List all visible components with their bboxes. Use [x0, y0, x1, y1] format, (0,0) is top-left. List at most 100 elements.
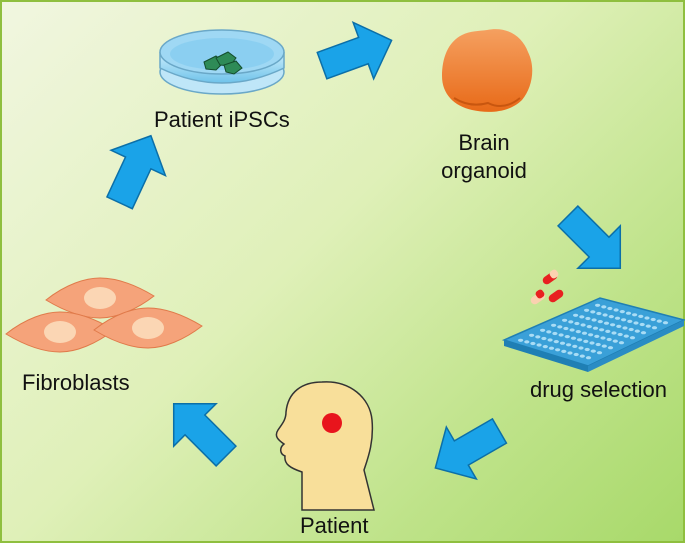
cycle-arrow-icon: [545, 193, 643, 291]
well: [589, 341, 595, 345]
fibroblast-nucleus: [84, 287, 116, 309]
well: [595, 303, 601, 307]
well: [628, 327, 634, 332]
well: [584, 347, 590, 352]
brain-organoid-icon: [442, 29, 533, 112]
well: [584, 308, 590, 312]
well: [592, 326, 599, 330]
petri-dish-icon: [159, 29, 285, 95]
well: [644, 316, 650, 320]
well: [577, 338, 583, 342]
well: [573, 313, 579, 317]
well: [569, 328, 575, 332]
well: [588, 333, 594, 337]
well: [605, 329, 611, 333]
well: [530, 341, 536, 346]
head-icon: [275, 381, 375, 511]
well: [645, 324, 651, 328]
well: [546, 330, 552, 334]
well: [518, 338, 524, 342]
well: [559, 341, 566, 345]
well: [536, 343, 542, 347]
well: [566, 343, 572, 347]
well: [564, 335, 570, 339]
well: [542, 345, 548, 349]
cycle-arrow-icon: [91, 122, 179, 217]
well: [629, 336, 636, 340]
well: [596, 351, 603, 355]
well: [591, 318, 597, 322]
well: [579, 315, 585, 319]
fibroblast-nucleus: [132, 317, 164, 339]
well: [535, 335, 541, 339]
well: [524, 340, 530, 344]
well: [555, 348, 561, 352]
well: [575, 330, 581, 334]
well: [547, 338, 553, 342]
well: [607, 346, 614, 350]
well: [574, 321, 580, 326]
well: [594, 334, 600, 338]
pills-icon: [530, 269, 564, 305]
well: [662, 321, 669, 325]
well: [651, 326, 658, 330]
well: [601, 344, 607, 348]
cycle-arrow-icon: [151, 381, 249, 479]
well: [551, 323, 557, 327]
cycle-arrow-icon: [311, 11, 403, 95]
well: [558, 333, 564, 337]
well: [583, 339, 589, 343]
well: [632, 313, 638, 317]
well: [616, 324, 622, 328]
well: [561, 349, 567, 353]
well: [656, 319, 662, 323]
well: [570, 336, 577, 340]
well: [553, 340, 559, 344]
well: [619, 310, 625, 314]
cycle-arrow-icon: [419, 404, 516, 495]
well: [608, 315, 614, 319]
well: [607, 306, 613, 311]
patient-label: Patient: [300, 513, 369, 538]
well-plate-icon: [501, 297, 685, 372]
well: [613, 308, 619, 312]
well: [597, 320, 603, 324]
well: [578, 346, 584, 350]
well: [548, 346, 555, 350]
well: [610, 323, 616, 327]
fibroblast-icon: [5, 277, 203, 353]
well: [634, 329, 640, 333]
well: [568, 320, 574, 324]
well: [602, 313, 608, 317]
well: [579, 354, 585, 358]
well: [618, 341, 625, 345]
organoid-label-line1: Brain: [458, 130, 510, 155]
well: [622, 326, 628, 330]
ipsc-colony-icon: [203, 51, 243, 75]
lesion-marker: [322, 413, 342, 433]
well: [650, 317, 656, 322]
well: [563, 326, 569, 331]
well: [540, 328, 546, 332]
well: [639, 322, 645, 327]
well: [585, 356, 592, 360]
well: [603, 321, 610, 325]
well: [623, 334, 629, 338]
well: [600, 336, 606, 340]
well: [606, 337, 612, 342]
well: [529, 333, 535, 337]
well: [633, 321, 639, 325]
well: [595, 342, 601, 347]
well: [581, 331, 588, 335]
well: [617, 332, 623, 337]
well: [590, 349, 596, 353]
well: [601, 305, 607, 309]
well: [611, 331, 617, 335]
well: [596, 311, 602, 316]
well: [552, 331, 558, 336]
well: [573, 352, 579, 357]
well: [640, 331, 647, 335]
well: [638, 314, 644, 318]
drug-selection-label: drug selection: [530, 377, 667, 402]
